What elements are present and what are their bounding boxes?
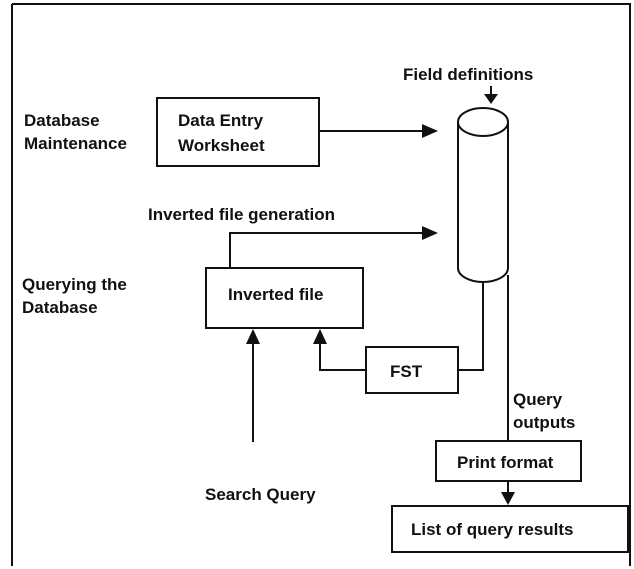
inverted-file-label: Inverted file bbox=[228, 285, 323, 304]
list-of-query-results-box bbox=[391, 505, 629, 553]
fst-to-inverted-file-line bbox=[319, 342, 366, 371]
data-entry-worksheet-box bbox=[156, 97, 320, 167]
inverted-file-box bbox=[205, 267, 364, 329]
search-query-arrowhead bbox=[246, 329, 260, 344]
print-format-box bbox=[435, 440, 582, 482]
search-query-label: Search Query bbox=[205, 485, 316, 504]
worksheet-label: Worksheet bbox=[178, 136, 265, 155]
query-outputs-label: Query bbox=[513, 390, 563, 409]
querying-database-label-line2: Database bbox=[22, 298, 98, 317]
worksheet-to-database-arrowhead bbox=[422, 124, 438, 138]
data-entry-label: Data Entry bbox=[178, 111, 264, 130]
outer-frame bbox=[11, 3, 631, 566]
database-cylinder bbox=[457, 107, 509, 283]
field-definitions-arrowhead bbox=[484, 94, 498, 104]
database-to-fst-line bbox=[458, 282, 484, 371]
database-maintenance-label-line2: Maintenance bbox=[24, 134, 127, 153]
querying-database-label: Querying the bbox=[22, 275, 127, 294]
inverted-file-generation-connector bbox=[229, 232, 425, 268]
list-of-query-results-label: List of query results bbox=[411, 520, 573, 539]
field-definitions-label: Field definitions bbox=[403, 65, 533, 84]
inverted-file-generation-label: Inverted file generation bbox=[148, 205, 335, 224]
fst-label: FST bbox=[390, 362, 423, 381]
fst-to-inverted-file-arrowhead bbox=[313, 329, 327, 344]
query-outputs-label-line2: outputs bbox=[513, 413, 575, 432]
database-maintenance-label: Database bbox=[24, 111, 100, 130]
fst-box bbox=[365, 346, 459, 394]
print-format-to-results-arrowhead bbox=[501, 492, 515, 505]
inverted-file-generation-arrowhead bbox=[422, 226, 438, 240]
print-format-label: Print format bbox=[457, 453, 554, 472]
